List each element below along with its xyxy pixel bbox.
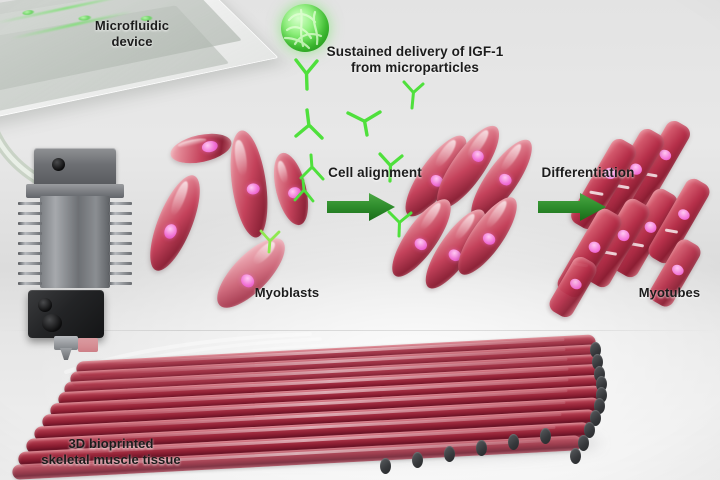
label-myoblasts: Myoblasts xyxy=(254,285,320,300)
bioprinted-tissue-construct xyxy=(0,330,700,480)
heatsink-fin xyxy=(108,232,132,235)
strand-end-cap xyxy=(476,440,487,456)
strand-end-cap xyxy=(380,458,391,474)
myotube-striation xyxy=(664,228,679,234)
igf1-molecule-icon xyxy=(378,152,404,183)
cell-nucleus xyxy=(480,231,498,248)
strand-end-cap xyxy=(412,452,423,468)
cell-nucleus xyxy=(412,235,430,253)
heatsink-fin xyxy=(18,202,42,205)
printhead-bore xyxy=(52,158,65,171)
igf1-molecule-icon xyxy=(346,110,382,137)
igf1-molecule-icon xyxy=(294,58,319,91)
label-bioprinted-tissue: 3D bioprinted skeletal muscle tissue xyxy=(41,436,181,467)
igf1-molecule-icon xyxy=(402,80,425,110)
myotube-nucleus xyxy=(568,276,584,292)
strand-end-cap xyxy=(590,410,601,426)
printhead-top-body xyxy=(34,148,116,188)
myotube-nucleus xyxy=(586,239,603,256)
cell-nucleus xyxy=(497,171,515,189)
label-cell-alignment: Cell alignment xyxy=(328,165,422,180)
cell-highlight xyxy=(233,138,249,177)
label-differentiation: Differentiation xyxy=(541,165,635,180)
strand-end-cap xyxy=(594,398,605,414)
heatsink-fin xyxy=(108,272,132,275)
label-igf-delivery: Sustained delivery of IGF-1 from micropa… xyxy=(326,44,504,76)
heater-cartridge-hole xyxy=(38,298,52,312)
heatsink-fin xyxy=(18,262,42,265)
igf1-molecule-icon xyxy=(293,178,315,203)
igf1-molecule-icon xyxy=(387,210,413,238)
nozzle-bore xyxy=(42,314,62,332)
bioink-reservoir xyxy=(78,338,98,352)
heatsink-fin xyxy=(108,202,132,205)
heatsink-fin xyxy=(18,242,42,245)
floor-line xyxy=(0,330,720,331)
heatsink-fin xyxy=(108,262,132,265)
strand-end-cap xyxy=(444,446,455,462)
bioprinter-printhead xyxy=(16,138,136,360)
myoblast-cell xyxy=(140,169,210,277)
igf1-microparticle xyxy=(281,4,329,52)
arrow-differentiation xyxy=(538,193,606,221)
label-myotubes: Myotubes xyxy=(638,285,701,300)
strand-end-cap xyxy=(596,387,607,403)
strand-end-cap xyxy=(540,428,551,444)
strand-end-cap xyxy=(592,354,603,370)
heatsink-fin xyxy=(108,212,132,215)
heatsink-fin xyxy=(108,282,132,285)
strand-end-cap xyxy=(570,448,581,464)
strand-end-cap xyxy=(508,434,519,450)
heatsink-fin xyxy=(18,282,42,285)
igf1-molecule-icon xyxy=(299,153,325,181)
heatsink-fin xyxy=(18,212,42,215)
myoblast-cell xyxy=(167,128,235,169)
heatsink-fin xyxy=(18,252,42,255)
strand-end-cap xyxy=(578,435,589,451)
myotube-nucleus xyxy=(676,207,692,222)
myotube xyxy=(546,253,600,321)
myoblast-cell xyxy=(224,128,274,240)
strand-end-cap xyxy=(594,366,605,382)
nozzle-nut xyxy=(54,336,78,350)
strand-end-cap xyxy=(584,422,595,438)
heatsink-fin xyxy=(18,232,42,235)
heatsink-fin xyxy=(18,272,42,275)
microparticle-fiber-texture xyxy=(281,4,329,52)
heatsink-fin xyxy=(18,222,42,225)
heatsink-fin xyxy=(108,222,132,225)
arrow-cell-alignment xyxy=(327,193,395,221)
strand-end-cap xyxy=(596,376,607,392)
igf1-molecule-icon xyxy=(294,108,324,140)
heatsink-fin xyxy=(108,242,132,245)
label-microfluidic-device: Microfluidic device xyxy=(94,18,170,49)
cell-highlight xyxy=(167,179,192,218)
strand-end-cap xyxy=(590,342,601,358)
cell-nucleus xyxy=(161,222,179,241)
heatsink-fin xyxy=(108,252,132,255)
igf1-molecule-icon xyxy=(259,229,281,254)
cell-nucleus xyxy=(245,182,261,196)
printhead-mount-plate xyxy=(26,184,124,198)
myotube-nucleus xyxy=(670,262,686,278)
cell-highlight xyxy=(275,160,290,184)
printhead-heatsink xyxy=(40,196,110,288)
